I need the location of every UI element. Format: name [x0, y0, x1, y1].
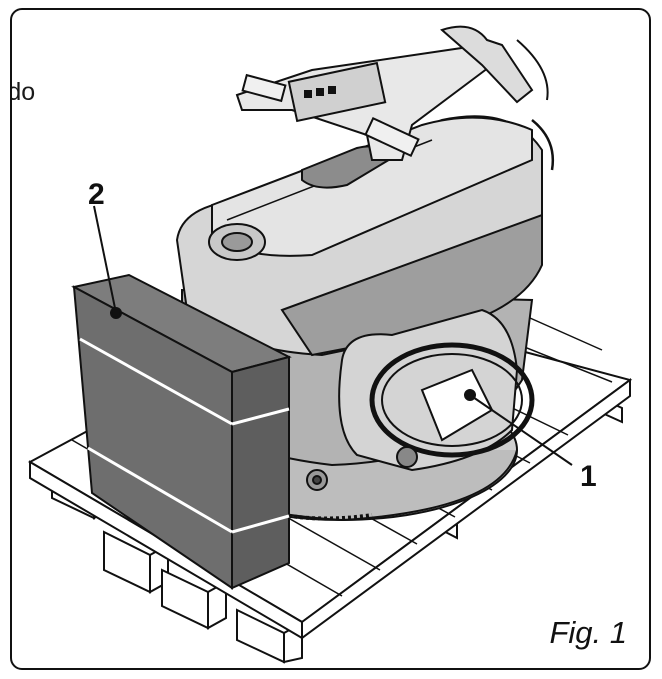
cropped-text: rdo — [12, 80, 40, 105]
callout-label-2: 2 — [88, 178, 105, 211]
accessory-bag — [338, 308, 535, 472]
leader-line-2 — [93, 205, 117, 314]
handle-grip — [364, 116, 420, 158]
callout-label-1: 1 — [580, 460, 597, 493]
handle-grip — [241, 73, 287, 103]
battery-pack — [71, 273, 292, 590]
figure-caption: Fig. 1 — [549, 615, 627, 650]
figure-frame: rdo 2 1 Fig. 1 — [10, 8, 651, 670]
pallet-deck-edge — [301, 378, 631, 640]
leader-line-1 — [469, 394, 573, 466]
coiled-hose — [369, 342, 535, 458]
battery-side — [231, 355, 290, 590]
leader-dot-1 — [464, 389, 476, 401]
leader-lines — [93, 205, 573, 466]
scrubber-on-pallet-illustration — [27, 25, 633, 664]
leader-dot-2 — [110, 307, 122, 319]
